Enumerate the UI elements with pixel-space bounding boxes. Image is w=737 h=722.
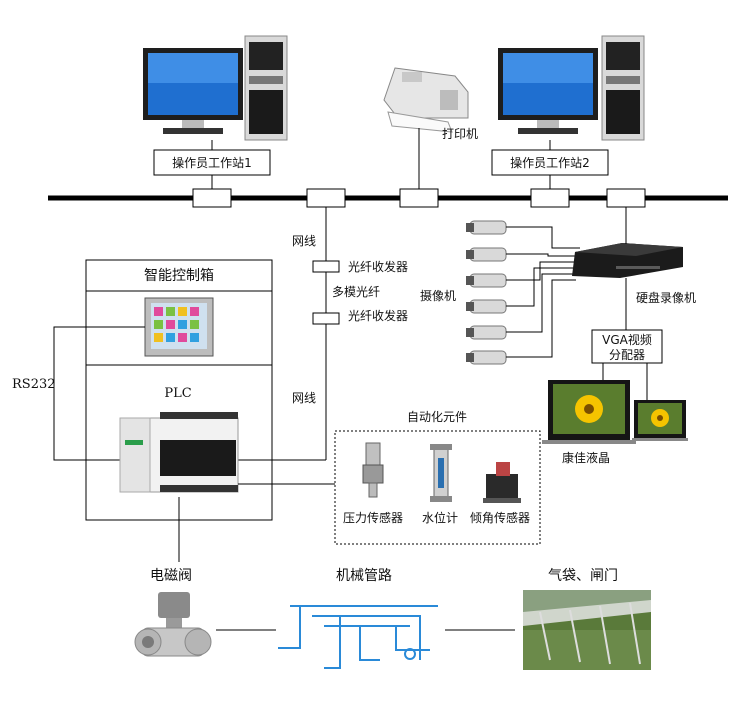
plc-unit xyxy=(119,412,239,493)
water-level-gauge-label: 水位计 xyxy=(422,510,458,525)
water-level-gauge-icon xyxy=(430,444,452,502)
fiber-transceiver-1 xyxy=(312,260,340,273)
airbag-gate-label: 气袋、闸门 xyxy=(548,568,618,584)
control-cabinet-title: 智能控制箱 xyxy=(144,268,214,284)
camera-icon-6 xyxy=(466,350,507,365)
switch-port-ws2 xyxy=(530,188,570,208)
camera-icon-2 xyxy=(466,247,507,262)
fiber-transceiver-1-label: 光纤收发器 xyxy=(348,259,408,274)
camera-icon-5 xyxy=(466,325,507,340)
fiber-transceiver-2-label: 光纤收发器 xyxy=(348,308,408,323)
network-cable-label-1: 网线 xyxy=(292,234,316,248)
lcd-monitor-2 xyxy=(632,400,688,441)
vga-splitter-label-line1: VGA视频 xyxy=(602,332,652,347)
camera-icon-4 xyxy=(466,299,507,314)
lcd-monitor-1 xyxy=(542,380,636,444)
workstation-2-computer xyxy=(498,35,645,141)
switch-port-printer xyxy=(399,188,439,208)
workstation-1-label: 操作员工作站1 xyxy=(172,155,252,170)
automation-components-title: 自动化元件 xyxy=(407,410,467,424)
multimode-fiber-label: 多模光纤 xyxy=(332,285,380,299)
camera-label: 摄像机 xyxy=(420,288,456,303)
vga-splitter xyxy=(591,329,663,364)
fiber-transceiver-2 xyxy=(312,312,340,325)
workstation-2-label-box xyxy=(491,149,609,176)
switch-port-1 xyxy=(192,188,232,208)
solenoid-valve-label: 电磁阀 xyxy=(150,568,192,584)
solenoid-valve-icon xyxy=(134,592,212,657)
camera-icon-3 xyxy=(466,273,507,288)
pipeline-label: 机械管路 xyxy=(336,568,392,584)
workstation-1-label-box xyxy=(153,149,271,176)
plc-label: PLC xyxy=(164,386,191,401)
dvr-device xyxy=(572,243,683,278)
pressure-sensor-icon xyxy=(362,442,384,498)
lcd-label: 康佳液晶 xyxy=(562,450,610,465)
printer-icon xyxy=(383,67,469,133)
switch-port-dvr xyxy=(606,188,646,208)
rs232-label: RS232 xyxy=(12,377,56,392)
workstation-1-computer xyxy=(143,35,288,141)
printer-label: 打印机 xyxy=(442,127,478,141)
camera-group xyxy=(466,220,507,365)
vga-splitter-label-line2: 分配器 xyxy=(609,348,645,362)
pressure-sensor-label: 压力传感器 xyxy=(343,510,403,525)
tilt-sensor-icon xyxy=(483,462,521,503)
network-cable-label-2: 网线 xyxy=(292,391,316,405)
pipeline-icon xyxy=(278,605,438,669)
switch-port-fiber xyxy=(306,188,346,208)
workstation-2-label: 操作员工作站2 xyxy=(510,155,590,170)
dvr-label: 硬盘录像机 xyxy=(636,290,696,305)
automation-components-box xyxy=(334,430,541,545)
camera-icon-1 xyxy=(466,220,507,235)
tilt-sensor-label: 倾角传感器 xyxy=(470,510,530,525)
hmi-touchscreen xyxy=(144,297,214,357)
airbag-gate-photo xyxy=(523,590,651,670)
